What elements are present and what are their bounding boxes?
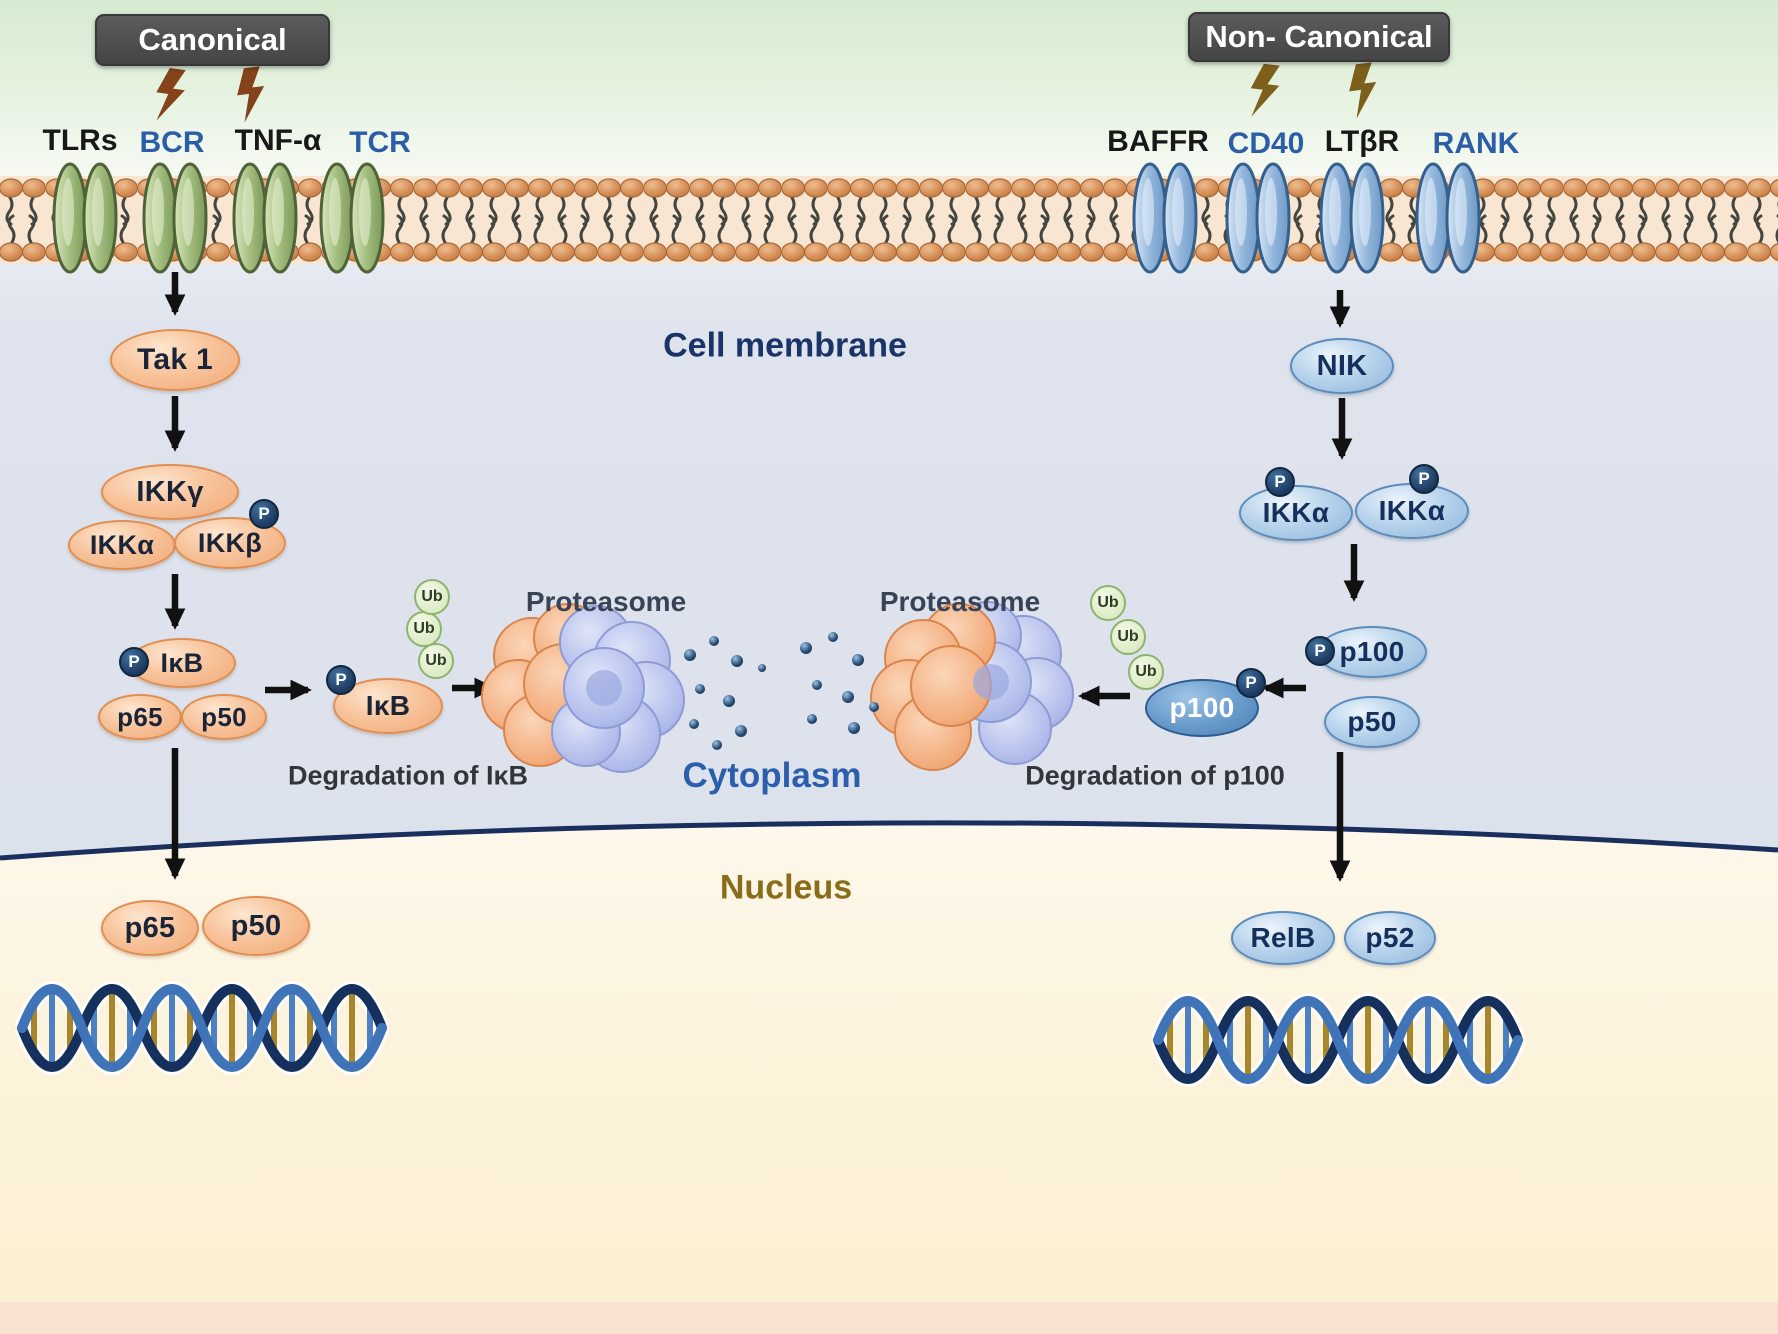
- dna-helix-right: [1158, 1001, 1518, 1079]
- ubiquitin-badge: Ub: [414, 579, 450, 615]
- proteasome-right-icon: [870, 601, 1074, 771]
- ubiquitin-badge: Ub: [406, 611, 442, 647]
- p50-right-node: p50: [1324, 696, 1420, 748]
- tlrs-label: TLRs: [42, 124, 118, 157]
- phospho-badge-ikka-left: P: [1265, 467, 1295, 497]
- non-canonical-header: Non- Canonical: [1188, 12, 1450, 62]
- canonical-header-label: Canonical: [138, 22, 287, 57]
- ikk-alpha-node: IKKα: [68, 520, 176, 570]
- lightning-icon: [233, 66, 269, 124]
- ubiquitin-badge: Ub: [418, 643, 454, 679]
- nucleus-p65-node: p65: [101, 900, 199, 956]
- phospho-badge-ikkb: P: [249, 499, 279, 529]
- dna-helix-left: [22, 989, 382, 1067]
- p100-node: p100: [1317, 626, 1427, 678]
- degradation-p100-label: Degradation of p100: [1025, 760, 1285, 791]
- non-canonical-header-label: Non- Canonical: [1205, 19, 1433, 54]
- ikk-gamma-node: IKKγ: [101, 464, 239, 520]
- cd40-label: CD40: [1227, 127, 1305, 160]
- bottom-strip: [0, 1302, 1778, 1334]
- degradation-ikb-label: Degradation of IκB: [287, 760, 529, 791]
- ubiquitin-badge: Ub: [1090, 585, 1126, 621]
- proteasome-right-label: Proteasome: [879, 586, 1041, 617]
- lightning-icon: [1247, 62, 1282, 120]
- rank-label: RANK: [1432, 127, 1520, 160]
- phospho-badge-p100-degraded: P: [1236, 668, 1266, 698]
- tnf-alpha-label: TNF-α: [234, 124, 322, 157]
- phospho-badge-ikb-degraded: P: [326, 665, 356, 695]
- cytoplasm-label: Cytoplasm: [682, 756, 862, 795]
- canonical-header: Canonical: [95, 14, 330, 66]
- ubiquitin-badge: Ub: [1128, 654, 1164, 690]
- proteasome-left-icon: [481, 603, 685, 773]
- nucleus-fill: [0, 822, 1778, 1334]
- ikk-alpha-left-node: IKKα: [1239, 485, 1353, 541]
- lightning-icon: [1345, 62, 1381, 120]
- nuclear-envelope-line: [0, 820, 1778, 861]
- proteasome-left-label: Proteasome: [525, 586, 687, 617]
- p65-node: p65: [98, 694, 182, 740]
- bcr-label: BCR: [139, 126, 205, 159]
- ubiquitin-badge: Ub: [1110, 619, 1146, 655]
- p52-node: p52: [1344, 911, 1436, 965]
- tak1-node: Tak 1: [110, 329, 240, 391]
- ltbr-label: LTβR: [1324, 125, 1400, 158]
- nucleus-label: Nucleus: [719, 868, 853, 907]
- cell-membrane-label: Cell membrane: [663, 326, 907, 365]
- relb-node: RelB: [1231, 911, 1335, 965]
- phospho-badge-ikb: P: [119, 647, 149, 677]
- baffr-label: BAFFR: [1107, 125, 1209, 158]
- nucleus-p50-node: p50: [202, 896, 310, 956]
- ikk-alpha-right-node: IKKα: [1355, 483, 1469, 539]
- phospho-badge-ikka-right: P: [1409, 464, 1439, 494]
- nik-node: NIK: [1290, 338, 1394, 394]
- stimulus-bolts: [152, 62, 1381, 124]
- tcr-label: TCR: [349, 126, 411, 159]
- degradation-fragments: [684, 632, 879, 750]
- pathway-arrows: [164, 272, 1365, 882]
- lightning-icon: [152, 66, 188, 124]
- phospho-badge-p100: P: [1305, 636, 1335, 666]
- p50-node: p50: [181, 694, 267, 740]
